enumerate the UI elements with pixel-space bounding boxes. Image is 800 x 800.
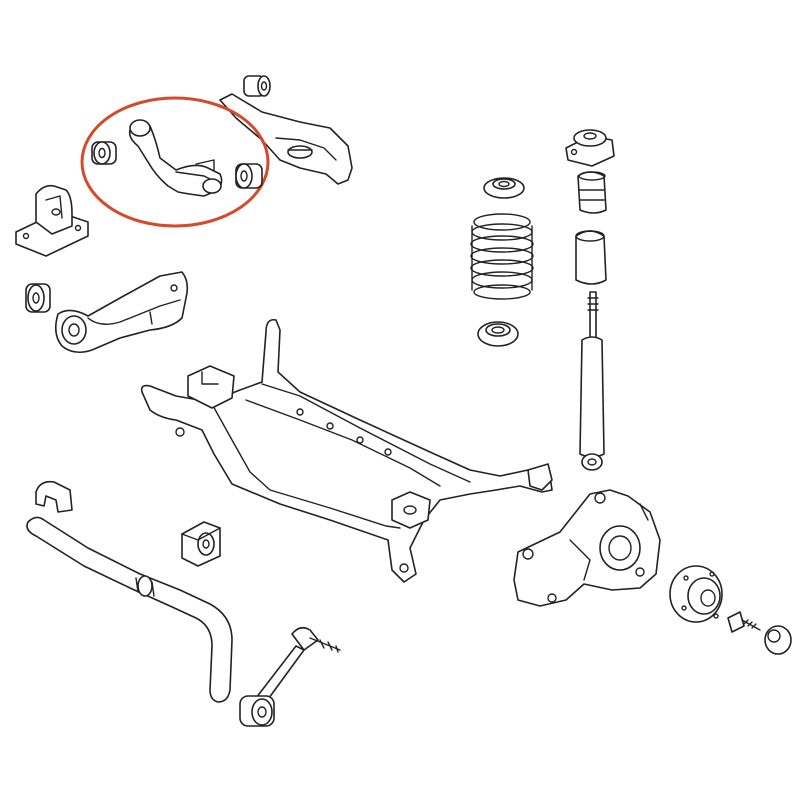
dust-boot [575, 230, 607, 285]
trailing-arm [54, 271, 189, 354]
spring-upper-seat [483, 177, 525, 199]
top-mount [565, 129, 615, 167]
dust-cap [764, 625, 792, 655]
shock-absorber [579, 291, 605, 471]
stabilizer-bushing-top [35, 480, 73, 513]
subframe-crossmember [140, 318, 553, 583]
bump-stop [577, 171, 607, 214]
mount-bracket [15, 184, 89, 257]
wheel-hub [669, 565, 723, 623]
hub-bolt [727, 611, 761, 633]
coil-spring [470, 213, 534, 300]
wheel-knuckle [513, 489, 661, 607]
upper-arm-bushing-right [235, 163, 263, 189]
trailing-arm-bushing [25, 283, 51, 313]
stabilizer-link [239, 626, 341, 727]
highlight-ellipse [80, 96, 270, 228]
upper-control-arm [128, 119, 223, 197]
upper-arm-bushing-left [91, 141, 117, 165]
lower-control-arm [219, 93, 353, 185]
spring-lower-seat [477, 321, 519, 347]
stabilizer-bar [26, 516, 233, 703]
lower-arm-bushing [243, 75, 271, 97]
stabilizer-bushing-clamp [181, 521, 221, 567]
